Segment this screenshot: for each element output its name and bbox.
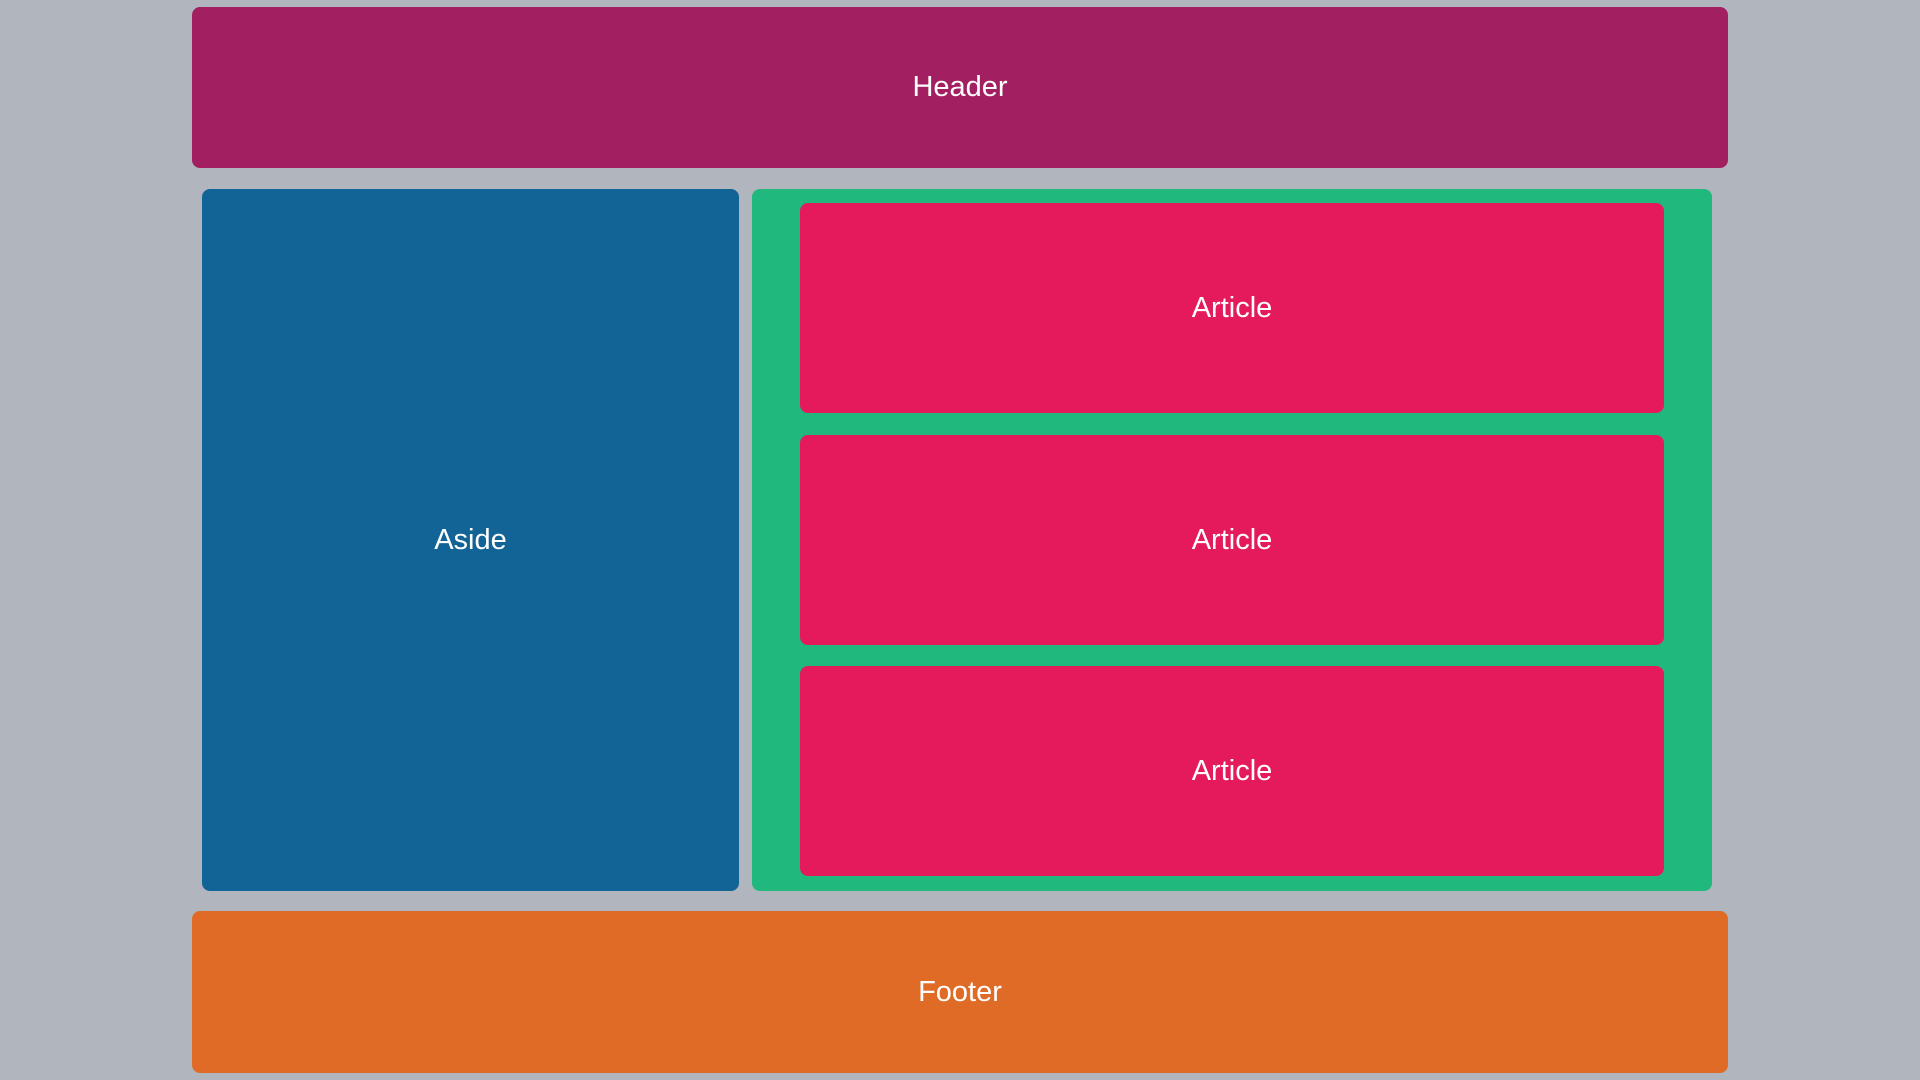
aside-block: Aside [202,189,739,891]
article-block-2: Article [800,435,1664,645]
article-block-1: Article [800,203,1664,413]
footer-label: Footer [918,975,1002,1008]
article-label: Article [1191,754,1273,787]
header-block: Header [192,7,1728,168]
article-label: Article [1191,523,1273,556]
article-block-3: Article [800,666,1664,876]
footer-block: Footer [192,911,1728,1073]
header-label: Header [912,71,1008,103]
article-label: Article [1191,291,1273,324]
aside-label: Aside [434,523,507,556]
